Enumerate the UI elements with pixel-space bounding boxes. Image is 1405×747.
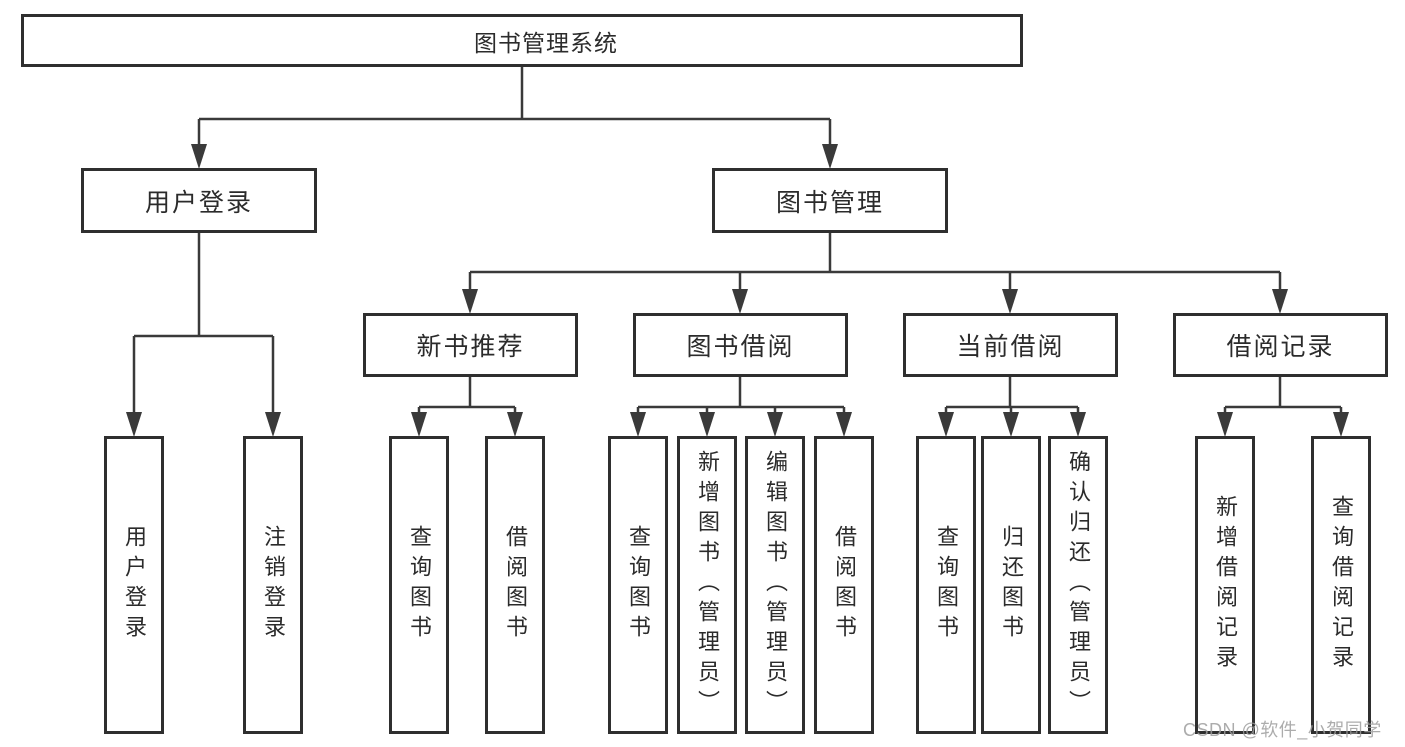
group-new-book-recommend-node: 新书推荐 [363,313,578,377]
leaf-add-books-admin-node: 新增图书（管理员） [677,436,737,734]
leaf-query-borrow-record-label: 查询借阅记录 [1329,495,1354,675]
leaf-query-books-recommend-node: 查询图书 [389,436,449,734]
leaf-edit-books-admin-label: 编辑图书（管理员） [763,450,788,720]
group-borrow-records-label: 借阅记录 [1226,333,1335,361]
branch-book-management-label: 图书管理 [775,188,884,217]
leaf-query-books-borrow-label: 查询图书 [626,525,651,645]
group-book-borrow-label: 图书借阅 [686,333,795,361]
leaf-query-books-borrow-node: 查询图书 [608,436,668,734]
leaf-confirm-return-admin-node: 确认归还（管理员） [1048,436,1108,734]
root-label: 图书管理系统 [474,29,618,56]
leaf-user-login-label: 用户登录 [122,525,147,645]
root-node: 图书管理系统 [21,14,1023,67]
branch-user-login-node: 用户登录 [81,168,317,233]
watermark-text: CSDN @软件_小贺同学 [1183,720,1382,740]
group-current-borrow-node: 当前借阅 [903,313,1118,377]
leaf-logout-node: 注销登录 [243,436,303,734]
group-new-book-recommend-label: 新书推荐 [416,333,525,361]
leaf-return-books-label: 归还图书 [999,525,1024,645]
leaf-user-login-node: 用户登录 [104,436,164,734]
leaf-edit-books-admin-node: 编辑图书（管理员） [745,436,805,734]
leaf-confirm-return-admin-label: 确认归还（管理员） [1066,450,1091,720]
leaf-add-borrow-record-label: 新增借阅记录 [1213,495,1238,675]
leaf-add-borrow-record-node: 新增借阅记录 [1195,436,1255,734]
leaf-borrow-books-node: 借阅图书 [814,436,874,734]
leaf-borrow-books-recommend-label: 借阅图书 [503,525,528,645]
leaf-query-books-current-node: 查询图书 [916,436,976,734]
leaf-query-borrow-record-node: 查询借阅记录 [1311,436,1371,734]
group-book-borrow-node: 图书借阅 [633,313,848,377]
branch-user-login-label: 用户登录 [144,188,253,217]
leaf-query-books-current-label: 查询图书 [934,525,959,645]
leaf-query-books-recommend-label: 查询图书 [407,525,432,645]
leaf-borrow-books-label: 借阅图书 [832,525,857,645]
leaf-logout-label: 注销登录 [261,525,286,645]
leaf-return-books-node: 归还图书 [981,436,1041,734]
branch-book-management-node: 图书管理 [712,168,948,233]
group-borrow-records-node: 借阅记录 [1173,313,1388,377]
leaf-borrow-books-recommend-node: 借阅图书 [485,436,545,734]
leaf-add-books-admin-label: 新增图书（管理员） [695,450,720,720]
group-current-borrow-label: 当前借阅 [956,333,1065,361]
